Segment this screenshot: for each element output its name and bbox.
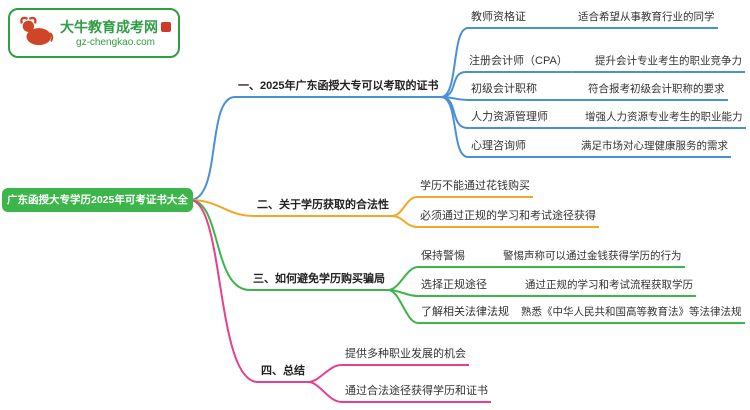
branch-4-child-1: 提供多种职业发展的机会: [342, 346, 469, 366]
branch-1-detail-4: 增强人力资源专业考生的职业能力: [582, 109, 746, 129]
branch-3-child-3: 了解相关法律法规: [418, 304, 512, 324]
bull-logo-icon: [16, 14, 54, 53]
logo-text-block: 大牛教育成考网 gz-chengkao.com: [59, 18, 172, 49]
branch-1-child-5: 心理咨询师: [468, 138, 529, 158]
logo-title-row: 大牛教育成考网: [60, 18, 171, 36]
branch-3-child-2: 选择正规途径: [418, 277, 490, 297]
branch-1-child-1: 教师资格证: [468, 9, 529, 29]
branch-1-child-2: 注册会计师（CPA）: [466, 53, 571, 73]
branch-2-label: 二、关于学历获取的合法性: [254, 197, 392, 217]
branch-4-label: 四、总结: [258, 363, 308, 383]
branch-1-detail-3: 符合报考初级会计职称的要求: [585, 81, 728, 101]
branch-1-detail-2: 提升会计专业考生的职业竞争力: [592, 53, 745, 73]
site-logo[interactable]: 大牛教育成考网 gz-chengkao.com: [8, 8, 180, 58]
branch-3-child-1: 保持警惕: [418, 248, 468, 268]
branch-2-child-2: 必须通过正规的学习和考试途径获得: [417, 208, 599, 228]
branch-1-detail-5: 满足市场对心理健康服务的需求: [578, 138, 731, 158]
branch-1-child-4: 人力资源管理师: [468, 109, 551, 129]
logo-title: 大牛教育成考网: [60, 18, 158, 35]
logo-seal-icon: [161, 21, 171, 32]
branch-3-label: 三、如何避免学历购买骗局: [250, 271, 388, 291]
branch-1-child-3: 初级会计职称: [468, 81, 540, 101]
branch-3-detail-1: 警惕声称可以通过金钱获得学历的行为: [500, 248, 685, 268]
branch-3-detail-2: 通过正规的学习和考试流程获取学历: [522, 277, 696, 297]
branch-3-detail-3: 熟悉《中华人民共和国高等教育法》等法律法规: [518, 304, 745, 324]
root-node: 广东函授大专学历2025年可考证书大全: [2, 188, 193, 212]
branch-4-child-2: 通过合法途径获得学历和证书: [342, 383, 491, 403]
logo-url: gz-chengkao.com: [76, 36, 155, 48]
branch-1-label: 一、2025年广东函授大专可以考取的证书: [235, 78, 442, 98]
branch-1-detail-1: 适合希望从事教育行业的同学: [575, 9, 718, 29]
branch-2-child-1: 学历不能通过花钱购买: [417, 178, 533, 198]
